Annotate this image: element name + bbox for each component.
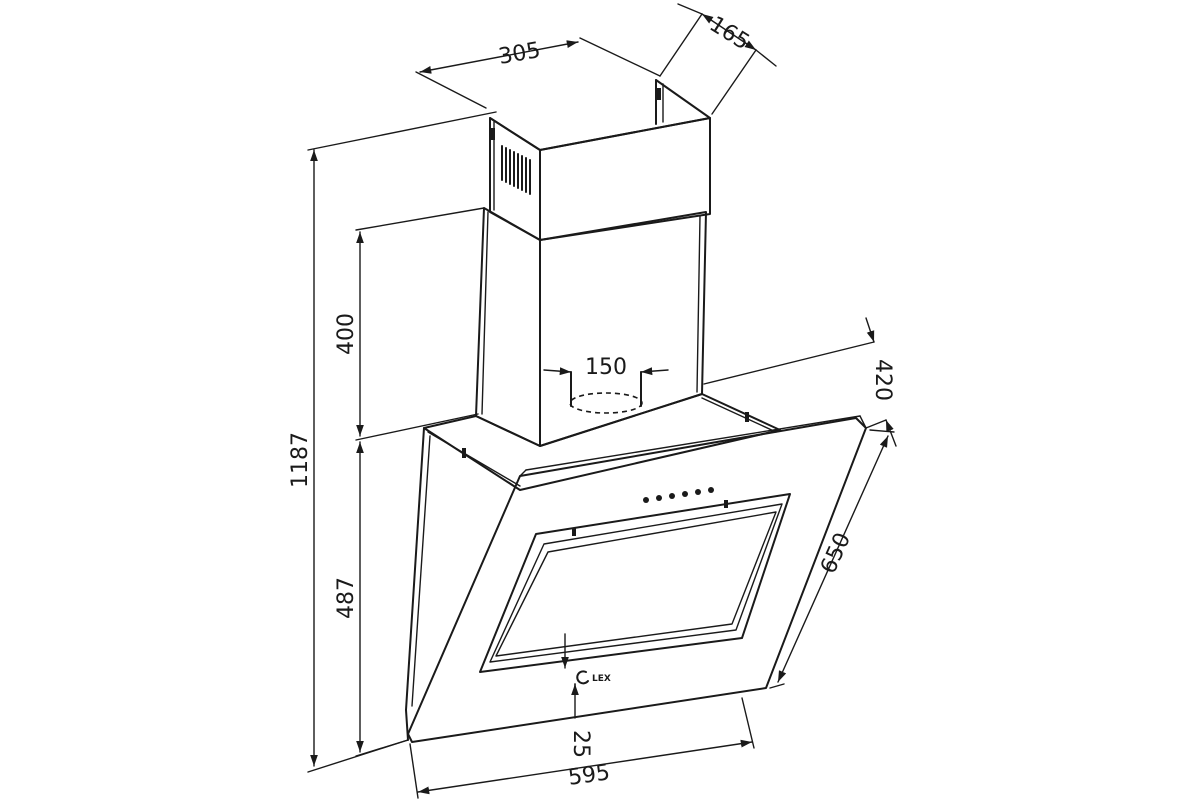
- dim-canopy-depth: 420: [703, 317, 897, 447]
- dim-canopy-depth-label: 420: [870, 359, 895, 401]
- dim-glass-height-label: 650: [816, 529, 856, 578]
- glass-panel[interactable]: [407, 415, 867, 743]
- dim-duct-diameter: 150: [543, 355, 669, 380]
- dim-body-height-label: 487: [334, 577, 359, 619]
- dim-glass-bottom-label: 25: [568, 730, 593, 758]
- dim-top-width: 305: [415, 37, 661, 109]
- duct-opening: [569, 371, 643, 414]
- dim-top-depth: 165: [659, 3, 777, 115]
- chimney-upper: [489, 79, 711, 241]
- dim-width-label: 595: [567, 760, 612, 791]
- dim-top-depth-label: 165: [705, 12, 754, 55]
- brand-logo-text: LEX: [592, 674, 611, 684]
- dim-width: 595: [409, 697, 755, 799]
- dim-glass-height: 650: [769, 429, 895, 689]
- dim-total-height-label: 1187: [288, 432, 313, 488]
- brand-logo: LEX: [576, 670, 611, 685]
- dim-chimney-height: 400: [334, 207, 485, 441]
- vent-grille: [501, 145, 531, 195]
- chimney-lower: [475, 207, 707, 447]
- dim-body-height: 487: [334, 441, 409, 757]
- dim-glass-bottom: 25: [561, 633, 593, 758]
- dim-top-width-label: 305: [497, 38, 543, 70]
- hood-body: [405, 393, 781, 741]
- dim-chimney-height-label: 400: [334, 313, 359, 355]
- control-buttons[interactable]: [643, 487, 714, 503]
- dim-duct-diameter-label: 150: [585, 355, 627, 380]
- filter-frame: [479, 493, 791, 673]
